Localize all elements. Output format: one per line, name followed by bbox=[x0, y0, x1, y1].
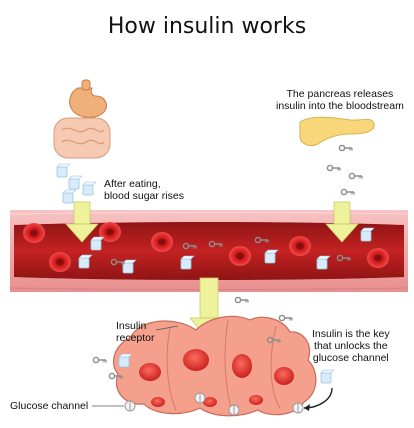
red-blood-cell-icon bbox=[289, 236, 311, 256]
label-after-eating: After eating, blood sugar rises bbox=[104, 178, 184, 202]
red-blood-cell-icon bbox=[229, 246, 251, 266]
glucose-cube-icon bbox=[68, 175, 83, 190]
glucose-cube-icon bbox=[56, 163, 71, 178]
label-pancreas: The pancreas releases insulin into the b… bbox=[276, 88, 404, 112]
label-glucose-channel: Glucose channel bbox=[10, 400, 89, 412]
glucose-cube-icon bbox=[320, 369, 335, 384]
key-icon bbox=[326, 164, 341, 172]
intestine-icon bbox=[53, 117, 111, 159]
key-icon bbox=[340, 188, 355, 196]
label-insulin-key: Insulin is the key that unlocks the gluc… bbox=[312, 328, 390, 364]
cell-cluster bbox=[113, 315, 317, 417]
pancreas-icon bbox=[299, 116, 375, 147]
key-icon bbox=[338, 144, 353, 152]
key-icon bbox=[278, 314, 293, 322]
leader-arrow-head bbox=[304, 404, 310, 411]
page-title: How insulin works bbox=[107, 14, 307, 39]
red-blood-cell-icon bbox=[151, 232, 173, 252]
key-icon bbox=[234, 296, 249, 304]
key-icon bbox=[92, 356, 107, 364]
stomach-icon bbox=[69, 79, 107, 118]
glucose-cube-icon bbox=[82, 181, 97, 196]
label-insulin-receptor: Insulin receptor bbox=[116, 320, 155, 344]
glucose-cube-icon bbox=[62, 189, 77, 204]
red-blood-cell-icon bbox=[49, 252, 71, 272]
leader-line bbox=[155, 325, 179, 331]
red-blood-cell-icon bbox=[367, 248, 389, 268]
key-icon bbox=[348, 172, 363, 180]
glucose-channel-icon bbox=[124, 392, 304, 416]
red-blood-cell-icon bbox=[23, 223, 45, 243]
